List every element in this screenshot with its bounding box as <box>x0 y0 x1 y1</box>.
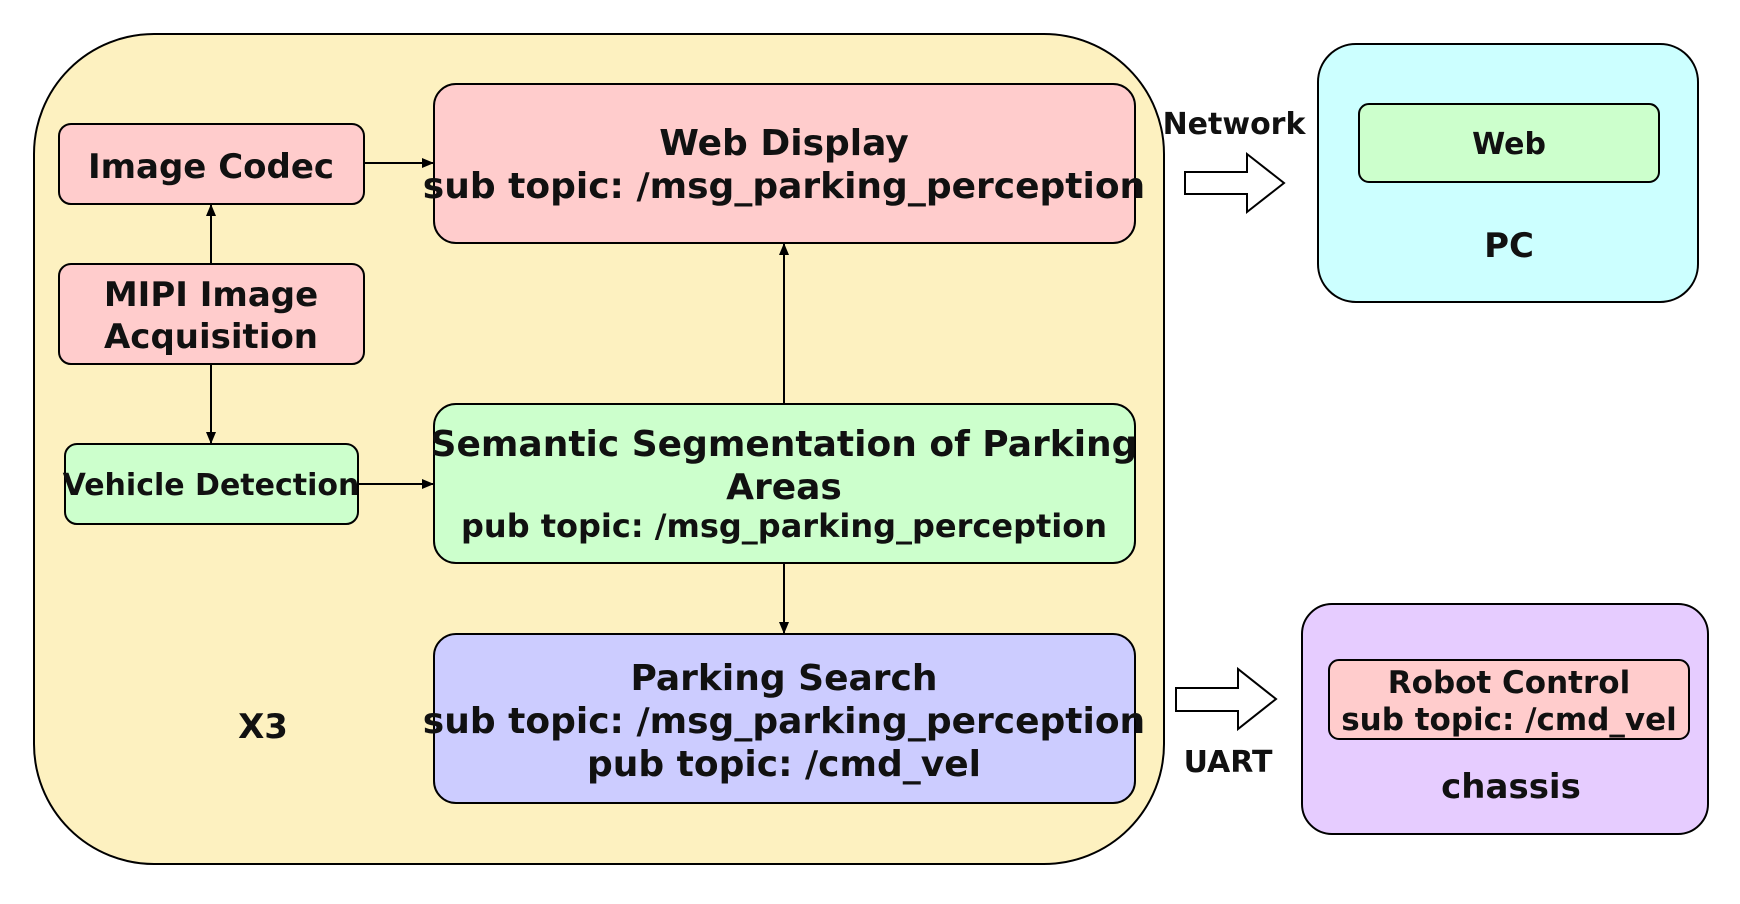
segmentation-title-line1: Semantic Segmentation of Parking <box>431 424 1138 465</box>
web-display-title: Web Display <box>659 123 909 164</box>
robot-control-line1: Robot Control <box>1388 665 1630 701</box>
arrows <box>206 158 789 634</box>
parking-search-title: Parking Search <box>630 658 937 699</box>
vehicle-detection-label: Vehicle Detection <box>63 468 360 503</box>
robot-control-line2: sub topic: /cmd_vel <box>1341 702 1677 738</box>
segmentation-node: Semantic Segmentation of Parking Areas p… <box>431 403 1138 564</box>
mipi-acquisition-node: MIPI Image Acquisition <box>58 263 365 365</box>
network-arrow-icon <box>1184 151 1286 215</box>
pc-web-label: Web <box>1472 127 1546 162</box>
web-display-sub: sub topic: /msg_parking_perception <box>423 166 1145 207</box>
mipi-label-line1: MIPI Image <box>104 275 318 315</box>
uart-arrow-icon <box>1175 666 1278 732</box>
segmentation-title-line2: Areas <box>726 467 842 508</box>
x3-label: X3 <box>238 707 288 747</box>
uart-label: UART <box>1184 745 1273 780</box>
parking-search-pub: pub topic: /cmd_vel <box>587 744 981 785</box>
chassis-label: chassis <box>1441 767 1581 807</box>
web-display-node: Web Display sub topic: /msg_parking_perc… <box>423 83 1145 244</box>
network-label: Network <box>1163 107 1307 142</box>
mipi-label-line2: Acquisition <box>104 317 318 357</box>
pc-label: PC <box>1484 226 1534 266</box>
parking-search-sub: sub topic: /msg_parking_perception <box>423 701 1145 742</box>
pc-container: Web PC <box>1317 43 1699 303</box>
parking-search-node: Parking Search sub topic: /msg_parking_p… <box>423 633 1145 804</box>
segmentation-pub: pub topic: /msg_parking_perception <box>461 507 1107 545</box>
vehicle-detection-node: Vehicle Detection <box>63 443 360 525</box>
robot-control-box <box>1328 659 1690 740</box>
image-codec-label: Image Codec <box>88 147 334 187</box>
network-link: Network <box>1163 107 1307 215</box>
chassis-container: Robot Control sub topic: /cmd_vel chassi… <box>1301 603 1709 835</box>
image-codec-node: Image Codec <box>58 123 365 205</box>
pc-web-box <box>1358 103 1660 183</box>
uart-link: UART <box>1175 666 1278 780</box>
